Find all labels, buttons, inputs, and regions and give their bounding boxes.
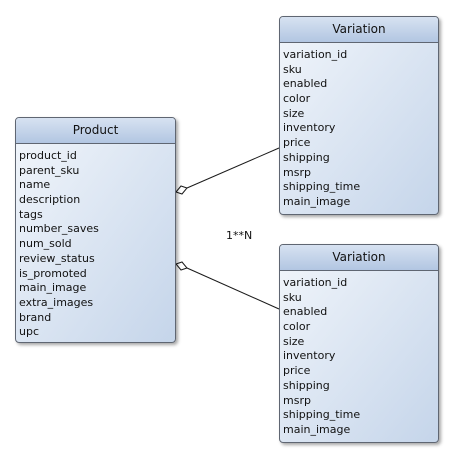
variation-field: color (283, 320, 311, 334)
variation-field: enabled (283, 305, 328, 319)
product-field: extra_images (19, 295, 94, 309)
product-field: review_status (19, 251, 95, 265)
product-field: brand (19, 310, 52, 324)
variation-class-title: Variation (280, 245, 438, 271)
variation-field-list: variation_id sku enabled color size inve… (280, 271, 438, 438)
variation-field: shipping (283, 378, 330, 392)
product-class-box[interactable]: Product product_id parent_sku name descr… (15, 117, 176, 343)
variation-field: main_image (283, 422, 351, 436)
product-field: parent_sku (19, 163, 80, 177)
variation-class-box-top[interactable]: Variation variation_id sku enabled color… (279, 16, 439, 215)
variation-field: size (283, 106, 305, 120)
product-class-title: Product (16, 118, 175, 144)
variation-field: shipping_time (283, 180, 361, 194)
product-field: name (19, 178, 51, 192)
product-field: number_saves (19, 222, 99, 236)
variation-field: msrp (283, 393, 311, 407)
variation-field: main_image (283, 194, 351, 208)
product-field: upc (19, 325, 40, 339)
aggregation-diamond-bottom (175, 261, 188, 271)
variation-field: size (283, 334, 305, 348)
association-line-top (186, 147, 280, 189)
variation-field: variation_id (283, 48, 348, 61)
product-field: product_id (19, 149, 77, 162)
variation-field: enabled (283, 77, 328, 91)
variation-field: color (283, 92, 311, 106)
variation-field: shipping (283, 150, 330, 164)
product-field: num_sold (19, 237, 72, 251)
variation-field: sku (283, 62, 302, 76)
product-field: is_promoted (19, 266, 87, 280)
association-line-bottom (186, 267, 280, 310)
variation-class-box-bottom[interactable]: Variation variation_id sku enabled color… (279, 244, 439, 443)
multiplicity-label: 1**N (226, 229, 253, 242)
variation-field: variation_id (283, 276, 348, 289)
variation-field: price (283, 364, 311, 378)
product-field: main_image (19, 281, 87, 295)
variation-field: price (283, 136, 311, 150)
variation-field-list: variation_id sku enabled color size inve… (280, 43, 438, 210)
product-field: description (19, 193, 81, 207)
variation-field: inventory (283, 349, 336, 363)
product-field: tags (19, 207, 43, 221)
variation-field: sku (283, 290, 302, 304)
variation-field: inventory (283, 121, 336, 135)
variation-field: msrp (283, 165, 311, 179)
aggregation-diamond-top (175, 185, 188, 195)
variation-class-title: Variation (280, 17, 438, 43)
product-field-list: product_id parent_sku name description t… (16, 144, 175, 340)
variation-field: shipping_time (283, 408, 361, 422)
